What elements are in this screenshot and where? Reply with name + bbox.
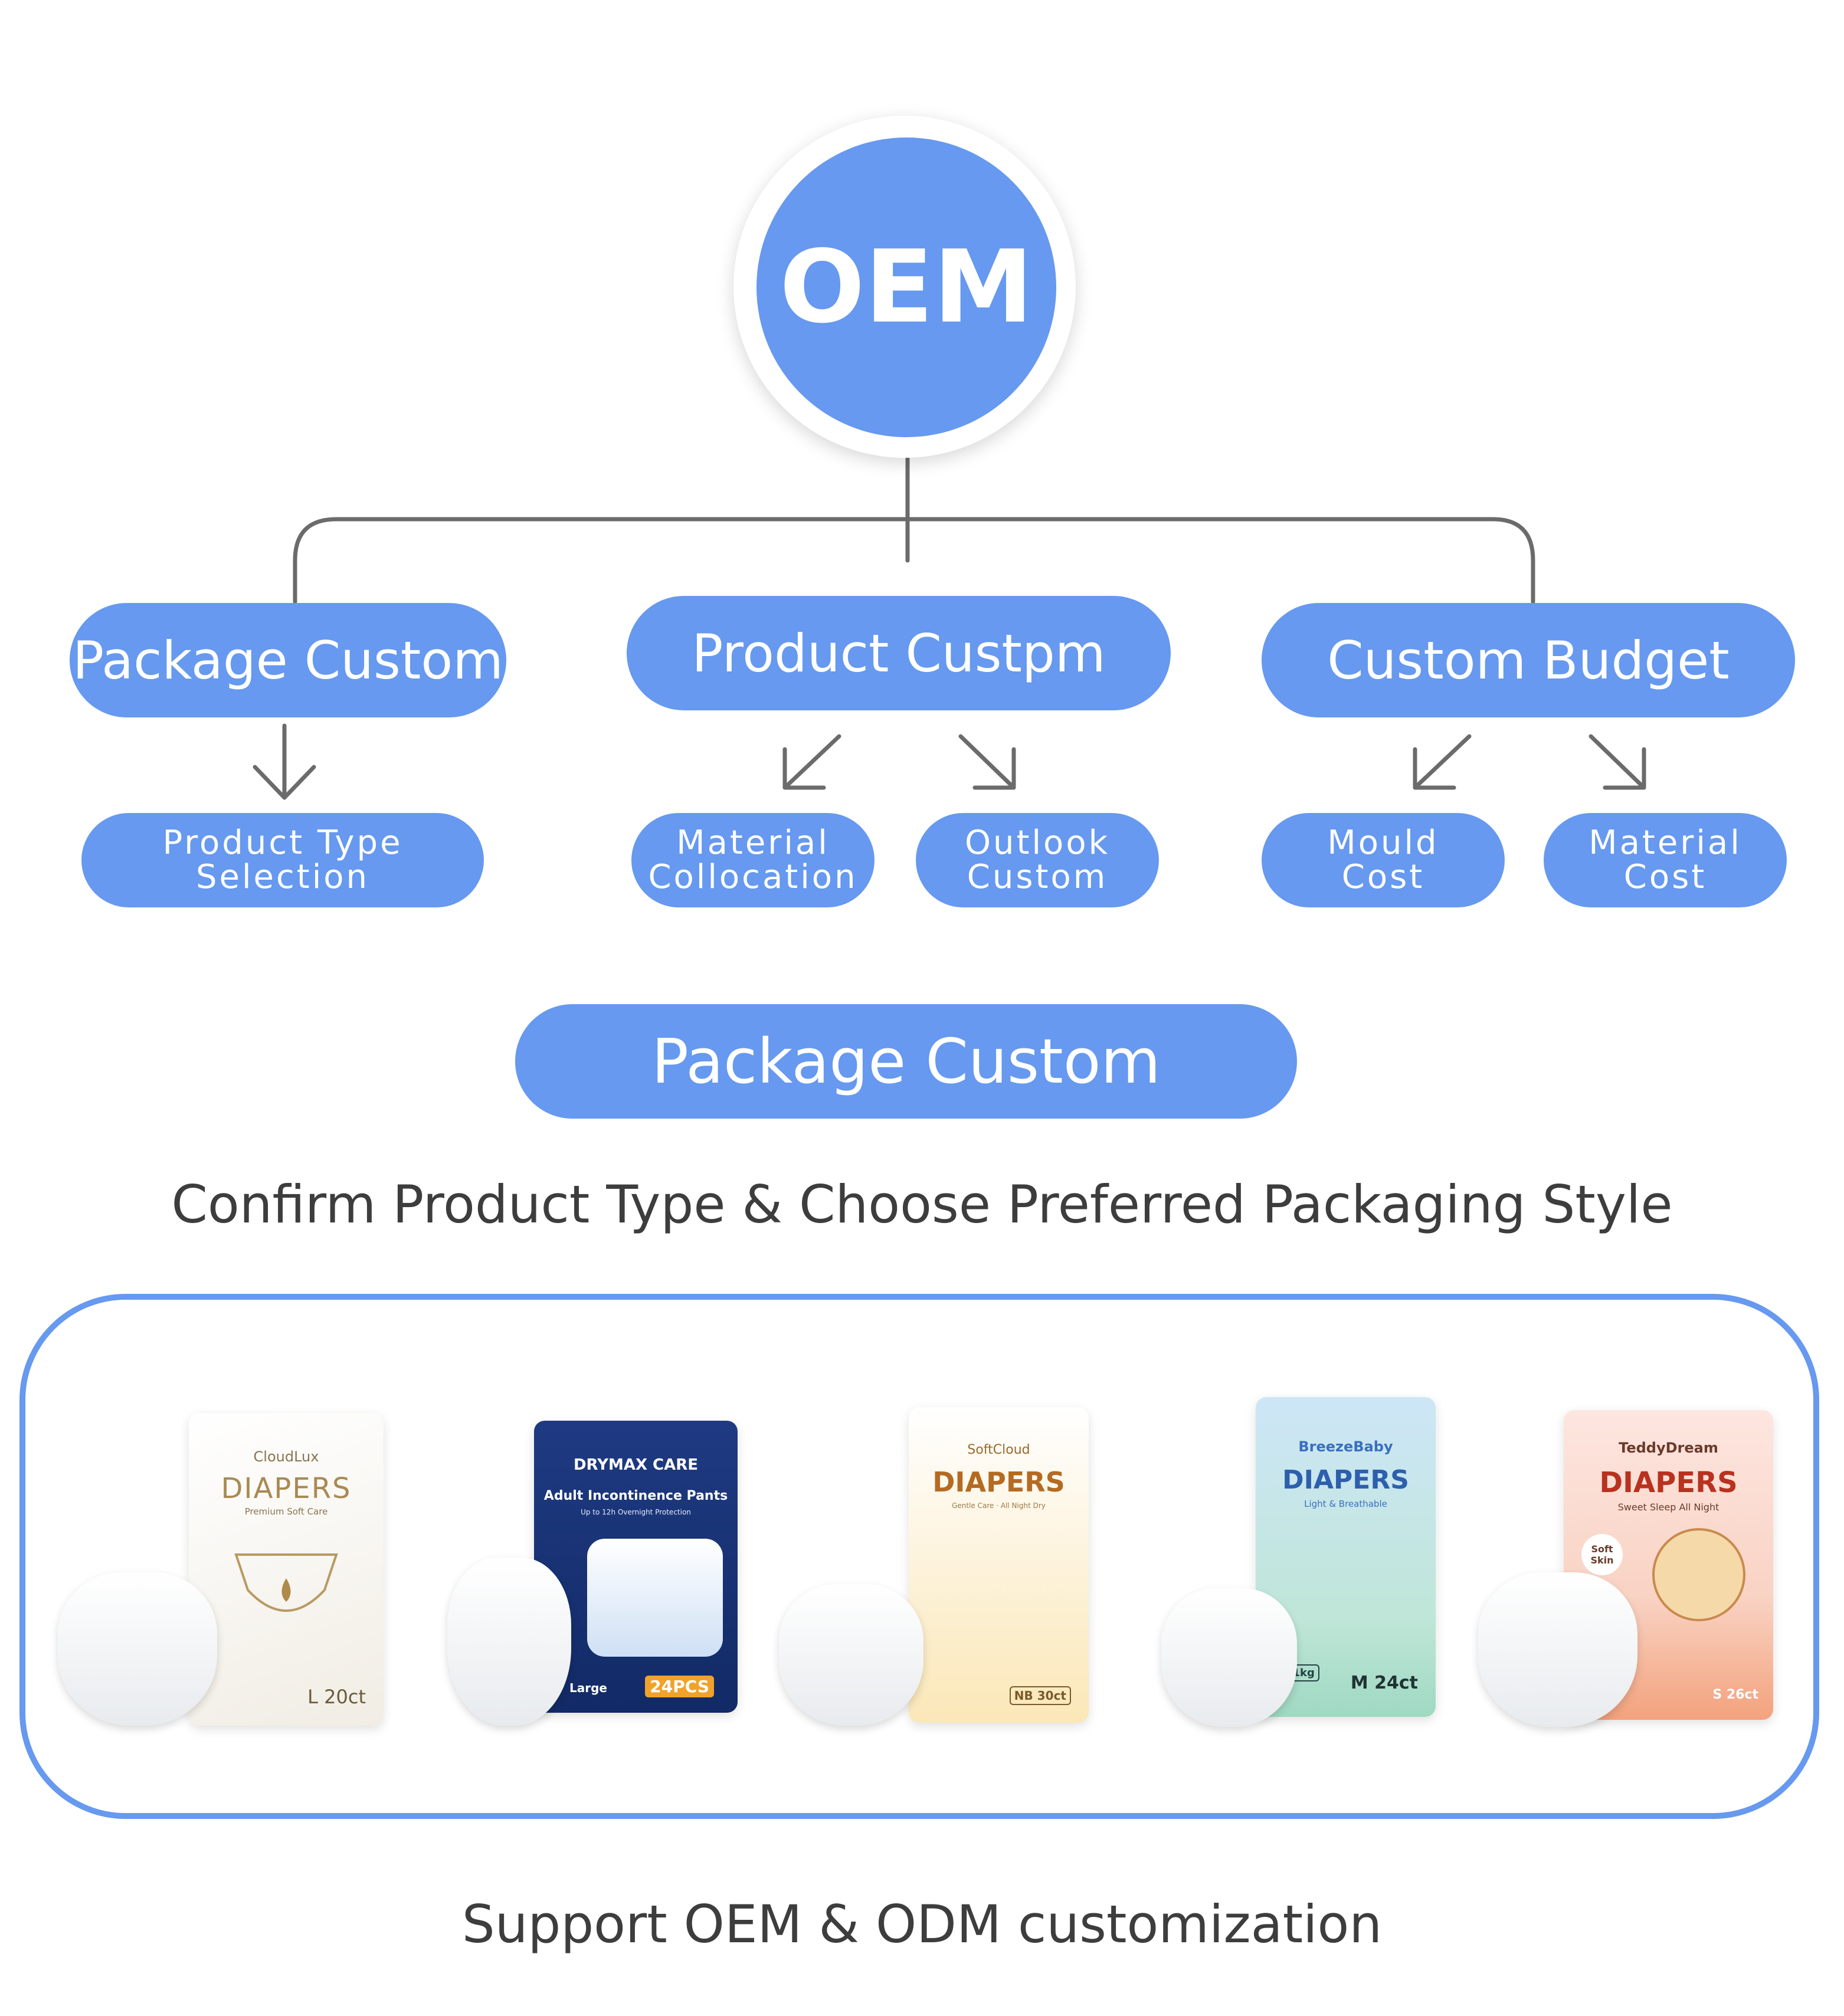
product-package-softcloud[interactable]: SoftCloud DIAPERS Gentle Care · All Nigh… bbox=[909, 1407, 1089, 1723]
product-title: DIAPERS bbox=[1282, 1465, 1409, 1495]
branch-label: Product Custpm bbox=[692, 622, 1106, 684]
branch-custom-budget[interactable]: Custom Budget bbox=[1262, 603, 1795, 717]
child-mould-cost[interactable]: Mould Cost bbox=[1262, 813, 1505, 907]
child-label: Outlook Custom bbox=[964, 824, 1111, 896]
product-subtitle: Premium Soft Care bbox=[244, 1506, 328, 1517]
product-brand: SoftCloud bbox=[967, 1443, 1030, 1457]
product-size: S 26ct bbox=[1712, 1687, 1758, 1702]
product-subtitle: Up to 12h Overnight Protection bbox=[581, 1508, 691, 1516]
root-label: OEM bbox=[779, 229, 1033, 346]
product-size: L 20ct bbox=[307, 1686, 366, 1708]
arrow-down-left-icon bbox=[1413, 734, 1472, 790]
product-brand: TeddyDream bbox=[1619, 1440, 1718, 1456]
diaper-sample-image bbox=[1161, 1588, 1297, 1727]
root-node[interactable]: OEM bbox=[756, 137, 1056, 437]
child-material-collocation[interactable]: Material Collocation bbox=[631, 813, 874, 907]
diaper-outline-icon bbox=[234, 1553, 338, 1612]
child-label: Material Cost bbox=[1588, 824, 1742, 896]
product-photo bbox=[587, 1539, 723, 1657]
diaper-sample-image bbox=[779, 1584, 923, 1726]
section-caption: Confirm Product Type & Choose Preferred … bbox=[171, 1174, 1673, 1235]
branch-label: Custom Budget bbox=[1327, 630, 1730, 691]
child-label: Product Type Selection bbox=[162, 824, 403, 896]
product-title: DIAPERS bbox=[932, 1466, 1065, 1498]
product-title: DIAPERS bbox=[221, 1472, 352, 1505]
product-size: 24PCS bbox=[645, 1676, 714, 1697]
rail-line bbox=[293, 517, 1535, 604]
product-subtitle: Sweet Sleep All Night bbox=[1617, 1502, 1719, 1513]
teddy-bear-icon bbox=[1652, 1528, 1745, 1621]
diaper-sample-image bbox=[1478, 1572, 1637, 1727]
button-label: Package Custom bbox=[651, 1025, 1161, 1097]
child-label: Material Collocation bbox=[648, 824, 858, 896]
product-brand: CloudLux bbox=[253, 1448, 319, 1465]
child-outlook-custom[interactable]: Outlook Custom bbox=[916, 813, 1159, 907]
product-brand: BreezeBaby bbox=[1298, 1438, 1393, 1455]
diaper-sample-image bbox=[58, 1572, 217, 1726]
arrow-down-left-icon bbox=[782, 734, 841, 790]
footer-caption: Support OEM & ODM customization bbox=[461, 1894, 1383, 1955]
product-package-cloudlux[interactable]: CloudLux DIAPERS Premium Soft Care L 20c… bbox=[189, 1413, 384, 1726]
product-size: M 24ct bbox=[1350, 1673, 1418, 1693]
product-showcase bbox=[19, 1294, 1819, 1819]
child-label: Mould Cost bbox=[1327, 824, 1439, 896]
branch-product-custom[interactable]: Product Custpm bbox=[627, 596, 1171, 710]
arrow-down-icon bbox=[253, 723, 316, 800]
child-product-type-selection[interactable]: Product Type Selection bbox=[81, 813, 484, 907]
branch-label: Package Custom bbox=[73, 630, 503, 691]
product-package-drymax[interactable]: DRYMAX CARE Adult Incontinence Pants Up … bbox=[534, 1421, 738, 1713]
child-material-cost[interactable]: Material Cost bbox=[1544, 813, 1787, 907]
product-title: DIAPERS bbox=[1599, 1466, 1738, 1499]
branch-package-custom[interactable]: Package Custom bbox=[70, 603, 506, 717]
diaper-sample-image bbox=[447, 1558, 571, 1726]
package-custom-button[interactable]: Package Custom bbox=[515, 1004, 1297, 1119]
product-tag: Soft Skin bbox=[1581, 1534, 1623, 1575]
product-subtitle: Light & Breathable bbox=[1304, 1499, 1387, 1509]
arrow-down-right-icon bbox=[958, 734, 1016, 790]
product-subtitle: Gentle Care · All Night Dry bbox=[952, 1502, 1046, 1510]
product-size: NB 30ct bbox=[1009, 1686, 1071, 1705]
product-tag: Large bbox=[569, 1681, 607, 1695]
product-brand: DRYMAX CARE bbox=[573, 1456, 699, 1474]
arrow-down-right-icon bbox=[1588, 734, 1646, 790]
product-title: Adult Incontinence Pants bbox=[543, 1489, 728, 1503]
